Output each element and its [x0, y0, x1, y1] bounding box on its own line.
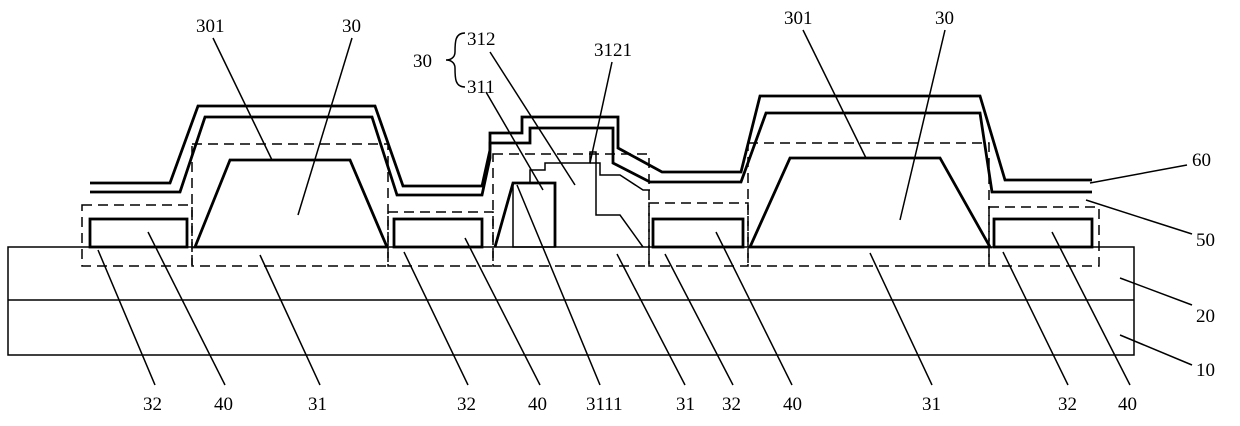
layer-40-block-a [90, 219, 187, 247]
layer-10-20-outline [8, 247, 1134, 355]
structure-3111 [495, 183, 555, 247]
label-3121: 3121 [594, 40, 632, 61]
leader-60 [1090, 165, 1187, 183]
leader-312 [490, 52, 575, 185]
leader-32-d [1003, 252, 1068, 385]
label-10: 10 [1196, 360, 1215, 381]
structure-312 [530, 152, 643, 247]
leader-3121 [590, 62, 612, 163]
label-31-c: 31 [922, 394, 941, 415]
label-3111: 3111 [586, 394, 623, 415]
label-31-b: 31 [676, 394, 695, 415]
leader-301-a [213, 38, 272, 160]
leader-32-a [98, 250, 155, 385]
dashed-region-32-a [82, 205, 192, 266]
leader-10 [1120, 335, 1192, 365]
layer-40-block-d [994, 219, 1092, 247]
label-32-d: 32 [1058, 394, 1077, 415]
label-30-b: 30 [935, 8, 954, 29]
label-301-a: 301 [196, 16, 225, 37]
leader-30-a [298, 38, 352, 215]
island-301-left [195, 160, 387, 247]
layer-60 [90, 96, 1092, 186]
label-311: 311 [467, 77, 495, 98]
island-301-right [750, 158, 990, 247]
structure-311 [513, 183, 555, 247]
label-32-a: 32 [143, 394, 162, 415]
layer-40-block-c [653, 219, 743, 247]
leader-31-c [870, 253, 932, 385]
label-40-d: 40 [1118, 394, 1137, 415]
label-32-b: 32 [457, 394, 476, 415]
leader-40-c [716, 232, 792, 385]
label-301-b: 301 [784, 8, 813, 29]
label-60: 60 [1192, 150, 1211, 171]
label-40-a: 40 [214, 394, 233, 415]
label-31-a: 31 [308, 394, 327, 415]
label-32-c: 32 [722, 394, 741, 415]
brace-30 [446, 33, 465, 87]
leader-20 [1120, 278, 1192, 305]
leader-30-b [900, 30, 945, 220]
dashed-region-32-c [649, 203, 748, 266]
leader-50 [1086, 200, 1192, 234]
label-50: 50 [1196, 230, 1215, 251]
label-30-a: 30 [342, 16, 361, 37]
leader-40-a [148, 232, 225, 385]
leader-40-b [465, 238, 540, 385]
label-20: 20 [1196, 306, 1215, 327]
leader-311 [486, 92, 543, 190]
label-40-b: 40 [528, 394, 547, 415]
leader-31-a [260, 255, 320, 385]
label-312: 312 [467, 29, 496, 50]
leader-301-b [803, 30, 866, 158]
leader-40-d [1052, 232, 1130, 385]
label-30-brace: 30 [413, 51, 432, 72]
layer-40-block-b [394, 219, 482, 247]
leader-32-b [404, 252, 468, 385]
label-40-c: 40 [783, 394, 802, 415]
